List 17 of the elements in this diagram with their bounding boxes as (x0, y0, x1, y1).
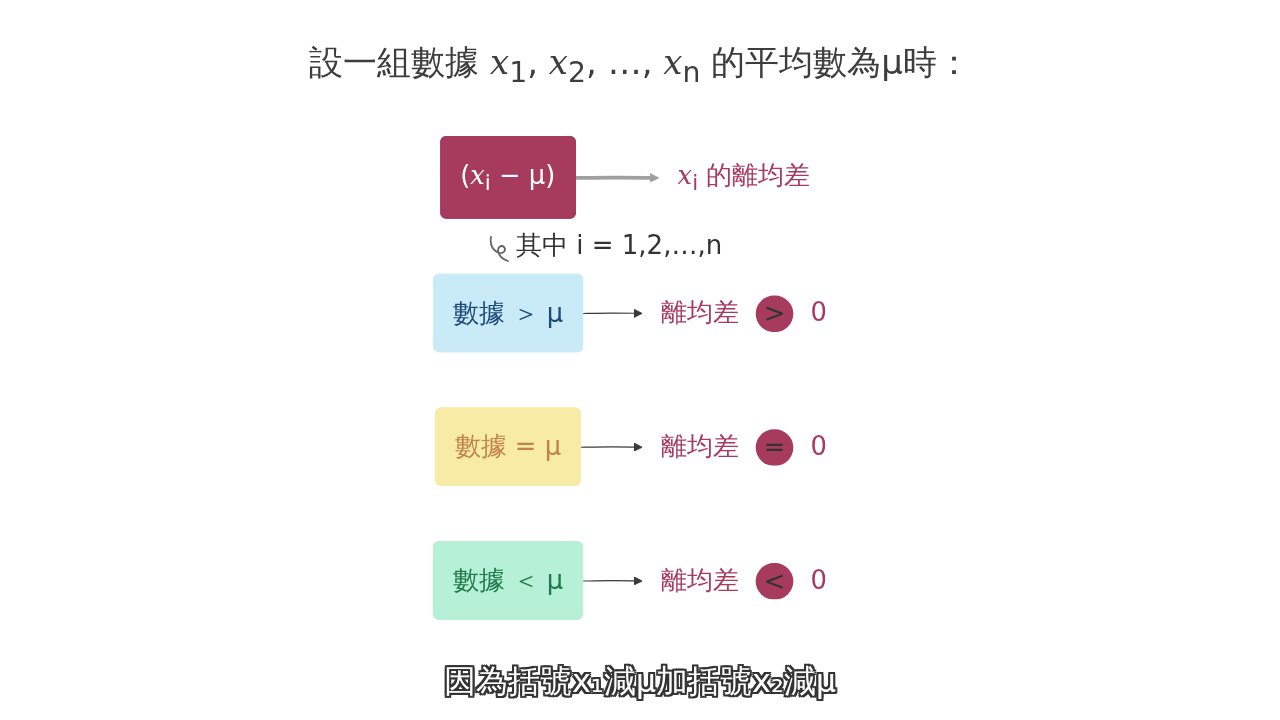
node-label: 離均差 (661, 431, 739, 462)
node-circle: > (755, 295, 794, 333)
node-label: 離均差 (661, 565, 739, 596)
node-circle: < (755, 562, 794, 601)
caption: 因為括號x₁減μ加括號x₂減μ (443, 661, 837, 703)
arrow (580, 442, 643, 452)
node-text: x$_{i}$ 的離均差 (677, 160, 810, 196)
arrow (576, 173, 660, 183)
node-label: 0 (810, 565, 827, 596)
title: 設一組數據 x$_{1}$, x$_{2}$, …, x$_{n}$ 的平均數為μ時： (309, 41, 971, 89)
node-circle: = (755, 428, 794, 467)
node-label: 0 (810, 431, 827, 462)
node-label: 0 (810, 297, 827, 328)
node-label: 離均差 (661, 297, 739, 328)
arrow (582, 576, 643, 586)
note-text: 其中 i = 1,2,…,n (516, 229, 723, 263)
arrow (582, 308, 643, 319)
